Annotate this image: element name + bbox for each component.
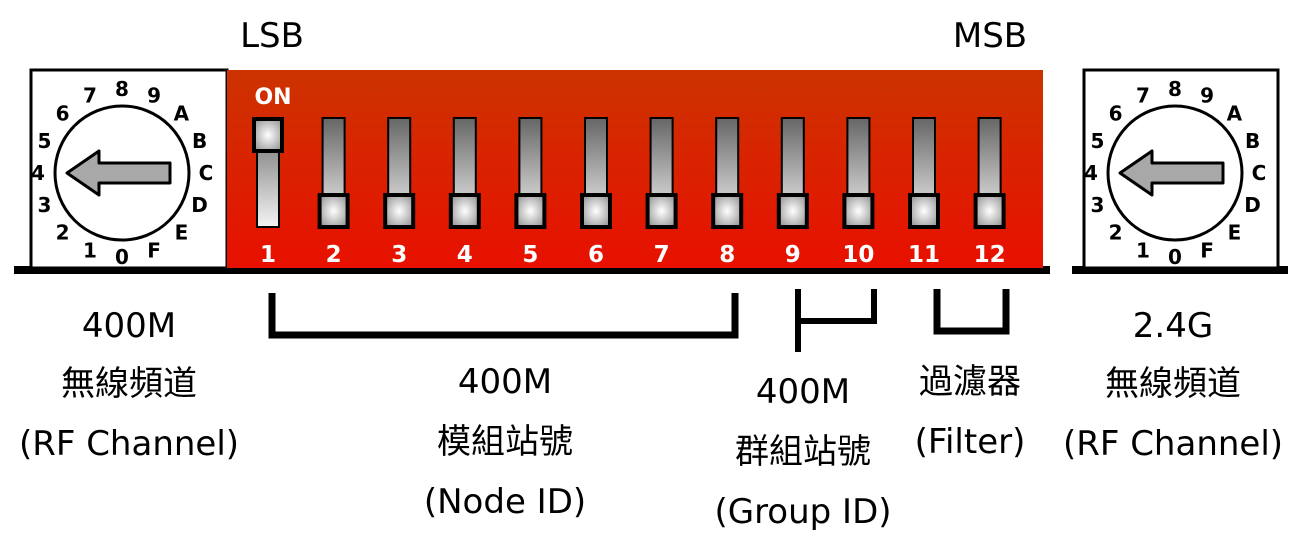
dip-switch-1[interactable]: 1 [252, 117, 284, 268]
dial-position-label: 5 [1090, 129, 1104, 153]
dial-position-label: 3 [37, 193, 51, 217]
group-id-label-freq: 400M [756, 372, 850, 412]
switch-knob[interactable] [514, 193, 547, 229]
switch-number-label: 6 [588, 242, 604, 268]
dial-position-label: D [1244, 193, 1261, 217]
right-dial-label-chinese: 無線頻道 [1105, 364, 1241, 404]
dial-position-label: 8 [1168, 77, 1182, 101]
group-id-bracket [795, 289, 877, 352]
dip-switch-9[interactable]: 9 [776, 117, 809, 268]
dial-position-label: 7 [83, 83, 97, 107]
node-id-label-english: (Node ID) [424, 482, 586, 522]
dial-position-label: C [1252, 161, 1267, 185]
dial-position-label: 9 [1200, 83, 1214, 107]
switch-number-label: 4 [457, 242, 473, 268]
switch-knob[interactable] [383, 193, 416, 229]
dial-position-label: C [199, 161, 214, 185]
dip-switch-8[interactable]: 8 [711, 117, 744, 268]
dial-position-label: 2 [1109, 220, 1123, 244]
dip-switch-6[interactable]: 6 [580, 117, 612, 268]
left-dial-arrow-icon [65, 149, 172, 197]
node-id-label-chinese: 模組站號 [437, 422, 573, 462]
filter-label-english: (Filter) [915, 422, 1026, 462]
dip-switch-7[interactable]: 7 [645, 117, 678, 268]
dial-position-label: 0 [1168, 245, 1182, 269]
dip-switch-3[interactable]: 3 [383, 117, 416, 268]
msb-label: MSB [953, 16, 1027, 56]
group-id-label-chinese: 群組站號 [735, 432, 871, 472]
node-id-bracket [268, 293, 739, 339]
dial-position-label: 9 [147, 83, 161, 107]
dip-switch-11[interactable]: 11 [908, 117, 940, 268]
switch-number-label: 2 [326, 242, 342, 268]
switch-number-label: 12 [974, 242, 1006, 268]
switch-knob[interactable] [448, 193, 481, 229]
dip-switch-12[interactable]: 12 [973, 117, 1006, 268]
switch-number-label: 11 [908, 242, 940, 268]
dial-position-label: 4 [1084, 161, 1098, 185]
dial-position-label: B [192, 129, 207, 153]
dip-switch-2[interactable]: 2 [317, 117, 350, 268]
left-dial-label-english: (RF Channel) [19, 424, 239, 464]
filter-label-chinese: 過濾器 [919, 362, 1021, 402]
switch-number-label: 8 [719, 242, 735, 268]
dial-position-label: F [1200, 239, 1214, 263]
left-dial-label-freq: 400M [82, 306, 176, 346]
right-dial-label-freq: 2.4G [1133, 306, 1213, 346]
switch-knob[interactable] [645, 193, 678, 229]
dial-position-label: 6 [1109, 102, 1123, 126]
switch-knob[interactable] [776, 193, 809, 229]
on-label: ON [254, 85, 291, 110]
dip-switch-body [227, 70, 1043, 268]
switch-number-label: 10 [842, 242, 874, 268]
switch-knob[interactable] [711, 193, 744, 229]
dial-position-label: D [191, 193, 208, 217]
right-dial-arrow-icon [1118, 149, 1225, 197]
switch-number-label: 1 [260, 242, 276, 268]
switch-knob[interactable] [252, 117, 284, 153]
switch-knob[interactable] [580, 193, 612, 229]
switch-number-label: 5 [522, 242, 538, 268]
dip-switch-5[interactable]: 5 [514, 117, 547, 268]
dial-position-label: 1 [1136, 239, 1150, 263]
dial-position-label: A [1227, 102, 1243, 126]
dial-position-label: 4 [31, 161, 45, 185]
switch-number-label: 3 [391, 242, 407, 268]
dial-position-label: 1 [83, 239, 97, 263]
base-line-right [1072, 266, 1288, 274]
right-dial-label-english: (RF Channel) [1063, 424, 1283, 464]
lsb-label: LSB [240, 16, 304, 56]
dial-position-label: E [175, 220, 189, 244]
base-line-left [14, 266, 1050, 274]
dip-switch-10[interactable]: 10 [842, 117, 875, 268]
switch-number-label: 9 [785, 242, 801, 268]
dip-switch-4[interactable]: 4 [448, 117, 481, 268]
switch-knob[interactable] [842, 193, 875, 229]
dial-position-label: B [1245, 129, 1260, 153]
dial-position-label: F [147, 239, 161, 263]
switch-knob[interactable] [908, 193, 940, 229]
dial-position-label: 8 [115, 77, 129, 101]
dial-position-label: 3 [1090, 193, 1104, 217]
dial-position-label: 2 [56, 220, 70, 244]
left-dial-label-chinese: 無線頻道 [61, 364, 197, 404]
node-id-label-freq: 400M [458, 362, 552, 402]
dial-position-label: A [174, 102, 190, 126]
switch-knob[interactable] [973, 193, 1006, 229]
dial-position-label: 7 [1136, 83, 1150, 107]
dial-position-label: 6 [56, 102, 70, 126]
dial-position-label: E [1228, 220, 1242, 244]
dial-position-label: 0 [115, 245, 129, 269]
filter-bracket [933, 289, 1010, 335]
group-id-label-english: (Group ID) [714, 492, 891, 532]
switch-knob[interactable] [317, 193, 350, 229]
dial-position-label: 5 [37, 129, 51, 153]
switch-number-label: 7 [654, 242, 670, 268]
